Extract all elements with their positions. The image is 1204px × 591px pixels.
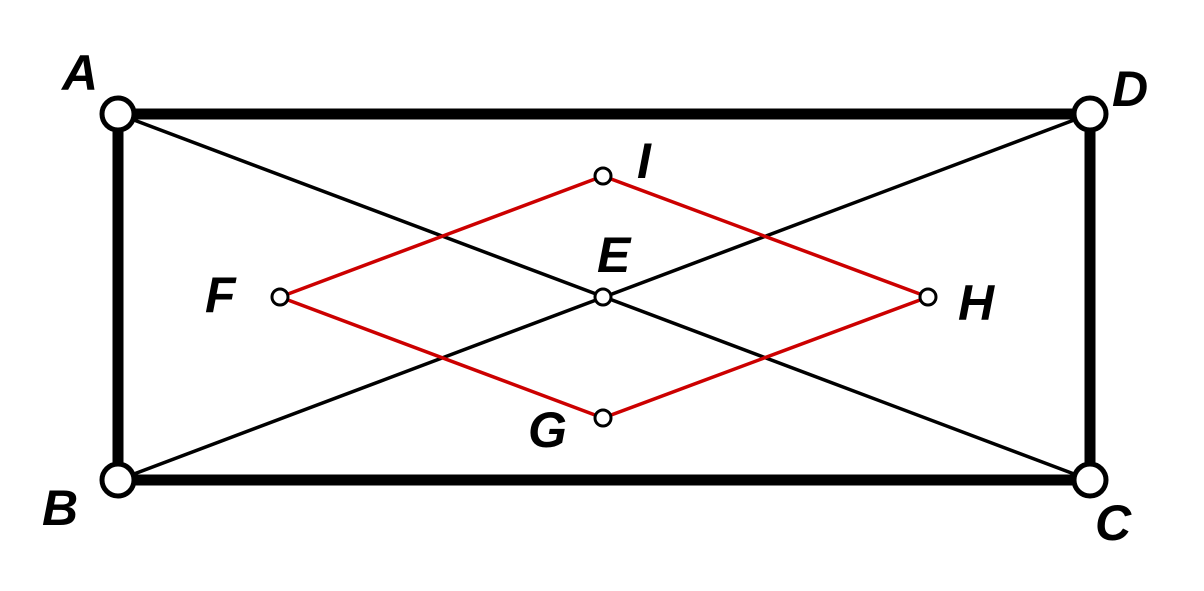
point-a (99, 95, 137, 133)
label-g: G (528, 402, 567, 458)
point-h (918, 287, 938, 307)
label-d: D (1112, 61, 1148, 117)
label-b: B (42, 480, 78, 536)
point-d (1071, 95, 1109, 133)
label-h: H (958, 275, 995, 331)
label-e: E (597, 227, 632, 283)
label-c: C (1095, 495, 1132, 551)
label-i: I (637, 133, 652, 189)
label-a: A (60, 45, 98, 101)
point-f (270, 287, 290, 307)
point-i (593, 166, 613, 186)
point-c (1071, 461, 1109, 499)
point-b (99, 461, 137, 499)
label-f: F (205, 267, 237, 323)
point-e (593, 287, 613, 307)
point-g (593, 408, 613, 428)
